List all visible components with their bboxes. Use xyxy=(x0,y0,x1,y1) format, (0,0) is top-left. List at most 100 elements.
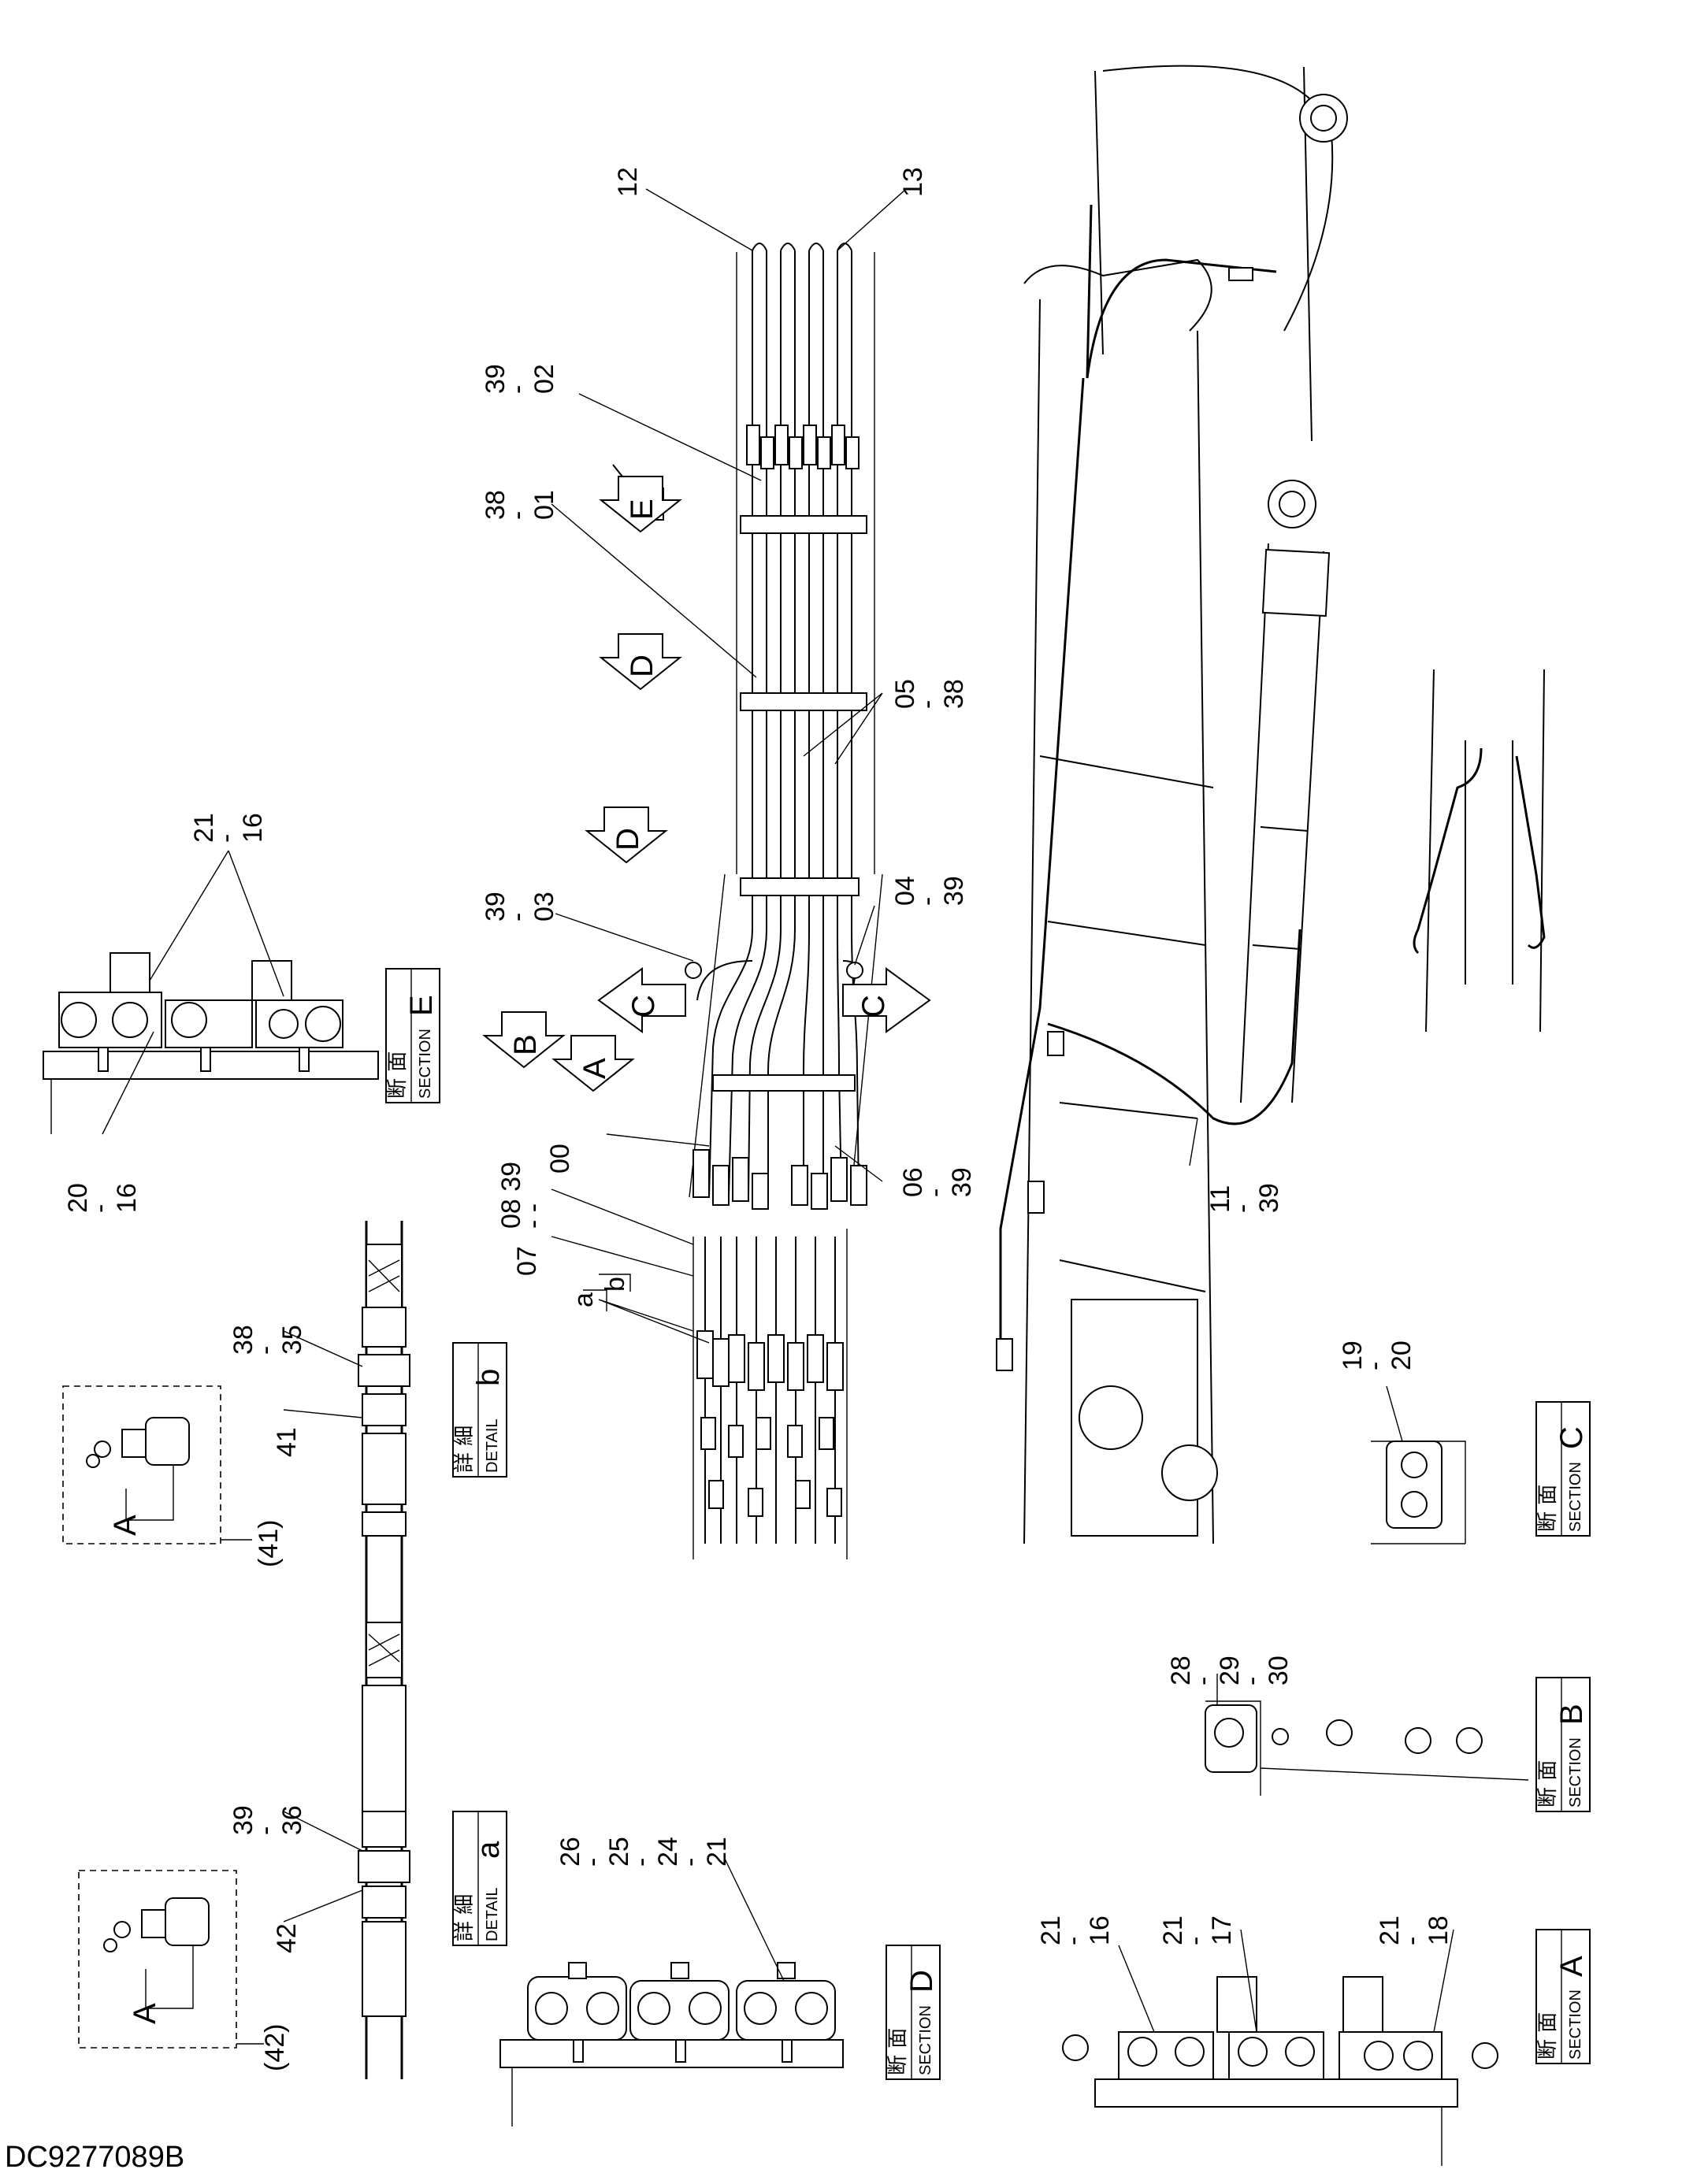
svg-text:21: 21 xyxy=(702,1837,732,1867)
svg-text:03: 03 xyxy=(529,892,559,921)
section-label-B: 断 面 SECTION B xyxy=(1535,1677,1591,1812)
callout-39-03: 39 - 03 xyxy=(481,892,559,921)
boom-structure xyxy=(996,65,1546,1544)
svg-text:11: 11 xyxy=(1205,1185,1235,1213)
svg-text:16: 16 xyxy=(1085,1915,1115,1945)
svg-text:断 面: 断 面 xyxy=(1536,2012,1560,2060)
svg-text:詳 細: 詳 細 xyxy=(453,1894,477,1941)
svg-text:SECTION: SECTION xyxy=(917,2005,934,2075)
section-D-view: 26 - 25 - 24 - 21 断 面 SECTION D xyxy=(499,1837,941,2127)
detail-b-view: 38 - 35 41 A (41) 詳 細 DETAIL b xyxy=(62,1221,507,1654)
svg-text:08 39: 08 39 xyxy=(496,1162,526,1229)
svg-text:D: D xyxy=(625,654,659,677)
svg-text:詳 細: 詳 細 xyxy=(453,1426,477,1473)
callout-04-39: 04 - 39 xyxy=(890,876,969,906)
main-hose-bundle xyxy=(685,243,883,1559)
svg-text:-: - xyxy=(251,1346,280,1355)
callout-38-01: 38 - 01 xyxy=(481,490,559,520)
callout-28-29-30: 28 - 29 - 30 xyxy=(1166,1656,1294,1685)
svg-text:21: 21 xyxy=(1158,1915,1188,1945)
callout-41: 41 xyxy=(272,1427,302,1457)
svg-text:SECTION: SECTION xyxy=(1567,1989,1584,2060)
svg-text:39: 39 xyxy=(947,1167,977,1197)
view-arrow-C2: C xyxy=(842,967,931,1033)
svg-text:02: 02 xyxy=(529,364,559,394)
drawing-number: DC9277089B xyxy=(5,2141,185,2174)
callout-05-38: 05 - 38 xyxy=(890,679,969,709)
callout-07: 07 xyxy=(512,1246,542,1276)
callouts: 12 13 39 - 02 38 - 01 05 - 38 39 - 03 04… xyxy=(481,167,1284,1307)
callout-08-39-00: 08 39 - - 00 xyxy=(496,1144,575,1229)
svg-text:39: 39 xyxy=(481,364,511,394)
svg-text:-: - xyxy=(626,1858,656,1867)
callout-42: 42 xyxy=(272,1923,302,1953)
svg-text:-: - xyxy=(503,385,533,394)
svg-text:b: b xyxy=(471,1369,506,1386)
svg-text:16: 16 xyxy=(112,1183,142,1213)
svg-text:06: 06 xyxy=(898,1167,928,1197)
callout-20-16: 20 - 16 xyxy=(63,1183,142,1213)
svg-text:38: 38 xyxy=(939,679,969,709)
svg-text:17: 17 xyxy=(1207,1915,1237,1945)
view-arrow-B: B xyxy=(482,1011,566,1069)
svg-text:断 面: 断 面 xyxy=(386,1051,410,1099)
svg-text:24: 24 xyxy=(653,1837,683,1867)
svg-text:-: - xyxy=(912,700,942,709)
callout-38-35: 38 - 35 xyxy=(228,1325,307,1355)
callout-21-16-top: 21 - 16 xyxy=(189,813,268,843)
svg-text:39: 39 xyxy=(481,892,511,921)
svg-text:-: - xyxy=(211,834,241,843)
svg-text:30: 30 xyxy=(1264,1656,1294,1685)
svg-text:E: E xyxy=(625,499,659,520)
svg-text:26: 26 xyxy=(555,1837,585,1867)
section-label-E: 断 面 SECTION E xyxy=(385,968,440,1103)
section-label-C: 断 面 SECTION C xyxy=(1535,1401,1591,1537)
callout-13: 13 xyxy=(898,167,928,197)
callout-12: 12 xyxy=(613,167,643,197)
svg-text:-: - xyxy=(920,1188,950,1197)
svg-text:C: C xyxy=(856,995,891,1018)
svg-text:39: 39 xyxy=(939,876,969,906)
svg-text:C: C xyxy=(626,995,661,1018)
svg-text:断 面: 断 面 xyxy=(1536,1760,1560,1808)
section-E-view: 21 - 16 20 - 16 断 面 SECTION E xyxy=(43,813,440,1213)
view-arrow-E: E xyxy=(599,464,682,533)
svg-text:B: B xyxy=(1554,1704,1589,1725)
svg-text:00: 00 xyxy=(545,1144,575,1174)
svg-text:断 面: 断 面 xyxy=(886,2028,910,2075)
svg-text:-: - xyxy=(675,1858,705,1867)
svg-text:39: 39 xyxy=(228,1805,258,1835)
svg-text:-: - xyxy=(912,897,942,906)
svg-text:DETAIL: DETAIL xyxy=(484,1887,501,1941)
view-arrow-A: A xyxy=(551,1035,635,1092)
svg-text:04: 04 xyxy=(890,876,920,906)
callout-39-36: 39 - 36 xyxy=(228,1805,307,1835)
svg-text:19: 19 xyxy=(1338,1340,1368,1370)
callout-42-paren: (42) xyxy=(260,2024,290,2071)
svg-text:A: A xyxy=(128,2003,162,2024)
svg-text:20: 20 xyxy=(63,1183,93,1213)
svg-text:35: 35 xyxy=(277,1325,307,1355)
svg-text:B: B xyxy=(508,1034,543,1055)
svg-text:21: 21 xyxy=(1036,1915,1066,1945)
svg-text:29: 29 xyxy=(1215,1656,1245,1685)
svg-text:SECTION: SECTION xyxy=(417,1029,434,1099)
svg-text:-: - xyxy=(1360,1362,1390,1370)
svg-text:16: 16 xyxy=(238,813,268,843)
detail-label-b: 詳 細 DETAIL b xyxy=(452,1342,507,1478)
svg-text:01: 01 xyxy=(529,490,559,520)
svg-text:-: - xyxy=(503,913,533,921)
callout-21-17: 21 - 17 xyxy=(1158,1915,1237,1945)
svg-text:-: - xyxy=(1188,1677,1218,1685)
svg-text:20: 20 xyxy=(1387,1340,1417,1370)
callout-26-25-24-21: 26 - 25 - 24 - 21 xyxy=(555,1837,732,1867)
section-label-A: 断 面 SECTION A xyxy=(1535,1929,1591,2064)
svg-text:SECTION: SECTION xyxy=(1567,1462,1584,1532)
svg-text:A: A xyxy=(108,1515,143,1536)
svg-text:-: - xyxy=(85,1204,115,1213)
callout-06-39: 06 - 39 xyxy=(898,1167,977,1197)
section-B-view: 28 - 29 - 30 断 面 SECTION B xyxy=(1166,1656,1591,1812)
svg-text:DETAIL: DETAIL xyxy=(484,1418,501,1473)
svg-text:SECTION: SECTION xyxy=(1567,1737,1584,1808)
